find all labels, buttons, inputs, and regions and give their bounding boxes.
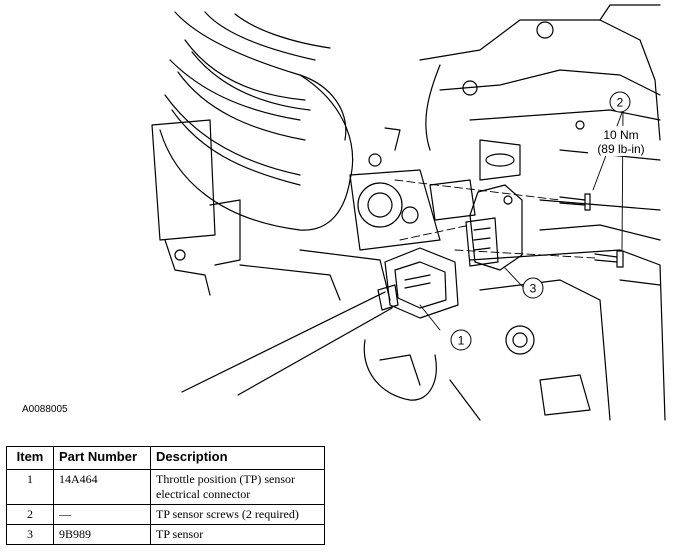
wire-harness [181, 291, 393, 396]
cell-description: Throttle position (TP) sensor electrical… [150, 469, 325, 505]
callout-1: 1 [450, 329, 472, 351]
callout-3: 3 [522, 277, 544, 299]
cell-item: 1 [6, 469, 54, 505]
parts-table: Item Part Number Description 1 14A464 Th… [6, 446, 325, 545]
alignment-lines [394, 179, 596, 259]
table-row: 3 9B989 TP sensor [6, 524, 325, 545]
callout-2: 2 [609, 91, 631, 113]
lower-left-component [363, 339, 437, 401]
intake-duct [159, 11, 354, 231]
header-item: Item [6, 446, 54, 470]
left-bracket [151, 119, 241, 296]
cell-part-number: 14A464 [53, 469, 151, 505]
tp-sensor [465, 184, 523, 271]
tp-sensor-electrical-connector [377, 247, 459, 319]
engine-illustration: 1 2 3 10 Nm (89 lb-in) [151, 4, 666, 421]
header-part-number: Part Number [53, 446, 151, 470]
engine-lower-components [449, 199, 666, 421]
torque-alt: (89 lb-in) [597, 142, 644, 156]
svg-text:3: 3 [530, 282, 537, 296]
cell-description: TP sensor screws (2 required) [150, 504, 325, 525]
header-description: Description [150, 446, 325, 470]
cell-item: 3 [6, 524, 54, 545]
cell-item: 2 [6, 504, 54, 525]
table-row: 1 14A464 Throttle position (TP) sensor e… [6, 469, 325, 505]
cell-description: TP sensor [150, 524, 325, 545]
cell-part-number: 9B989 [53, 524, 151, 545]
svg-text:1: 1 [458, 334, 465, 348]
table-header-row: Item Part Number Description [6, 446, 325, 470]
throttle-body [239, 127, 476, 301]
cell-part-number: — [53, 504, 151, 525]
table-row: 2 — TP sensor screws (2 required) [6, 504, 325, 525]
torque-value: 10 Nm [603, 128, 638, 142]
svg-text:2: 2 [617, 96, 624, 110]
figure-id-label: A0088005 [22, 404, 68, 415]
tp-sensor-screws [559, 193, 624, 268]
